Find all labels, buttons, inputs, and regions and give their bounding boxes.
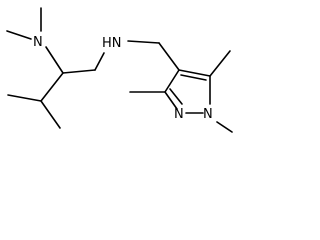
- atom-n-pyrazole-2: N: [174, 107, 184, 122]
- bond-ch-to-iso: [40, 72, 64, 102]
- bond-ch2-to-nh: [94, 52, 105, 71]
- atom-nh-amine: HN: [102, 36, 122, 51]
- atom-n-pyrazole-1: N: [203, 107, 213, 122]
- bond-ring-c4-c5-double: [180, 74, 207, 81]
- bond-ring-c3-c4: [164, 69, 180, 93]
- bond-n1-methyl: [216, 121, 233, 133]
- chemical-structure: N HN N N: [6, 7, 233, 133]
- bond-ch2b-to-ring: [158, 42, 180, 71]
- bond-ring-n2-c3: [164, 91, 178, 110]
- bond-iso-methyl-left: [7, 94, 42, 102]
- bond-c5-methyl: [209, 50, 231, 77]
- bond-iso-methyl-down: [40, 100, 61, 129]
- bond-ring-c4-c5: [178, 69, 211, 77]
- bond-nme-left: [6, 30, 32, 40]
- bond-n-to-ch: [45, 46, 64, 74]
- bond-ring-n2-c3-double: [169, 88, 183, 105]
- atom-n-dimethylamino: N: [33, 35, 43, 50]
- bond-ch-to-ch2: [62, 69, 96, 74]
- bond-nh-to-ch2b: [127, 40, 160, 44]
